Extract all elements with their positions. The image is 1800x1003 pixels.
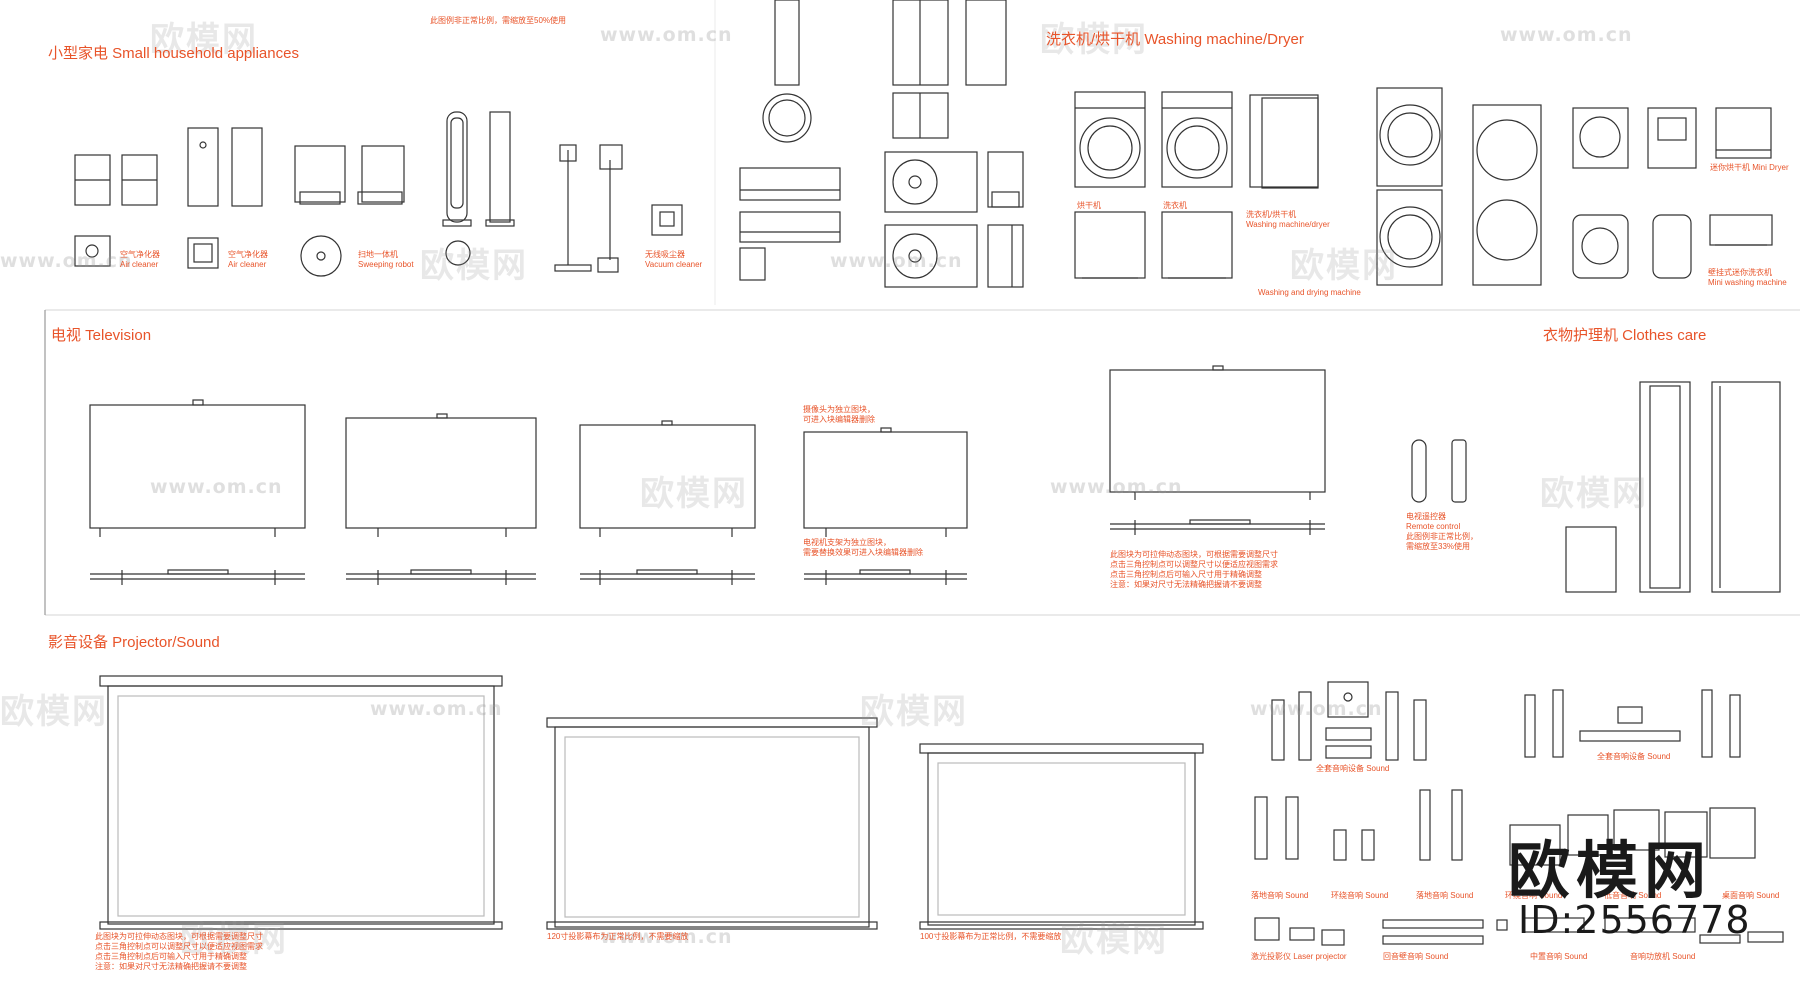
note-tv-stand: 电视机支架为独立图块， 需要替换效果可进入块编辑器删除: [803, 538, 923, 557]
watermark: 欧模网: [1540, 475, 1648, 513]
watermark: 欧模网: [640, 475, 748, 513]
watermark: 欧模网: [420, 247, 528, 285]
label-mini-dryer: 迷你烘干机 Mini Dryer: [1710, 163, 1789, 172]
note-tv-dynamic-block: 此图块为可拉伸动态图块，可根据需要调整尺寸 点击三角控制点可以调整尺寸以便适应视…: [1110, 550, 1278, 589]
robot-drawings: [294, 145, 405, 277]
label-surround-sound: 环绕音响 Sound: [1331, 891, 1389, 900]
label-sweeping-robot: 扫地一体机 Sweeping robot: [358, 250, 414, 269]
air-cleaner-drawings: [74, 127, 263, 269]
label-wash-dry-2: Washing and drying machine: [1258, 288, 1361, 297]
watermark-url: www.om.cn: [1250, 698, 1383, 720]
brand-logo-text: 欧模网: [1508, 834, 1713, 907]
section-title-washer: 洗衣机/烘干机 Washing machine/Dryer: [1046, 31, 1304, 48]
label-washer: 洗衣机: [1163, 201, 1187, 210]
label-desk-sound: 桌面音响 Sound: [1722, 891, 1780, 900]
watermark-url: www.om.cn: [1500, 24, 1633, 46]
watermark-url: www.om.cn: [0, 250, 133, 272]
fan-drawings: [442, 111, 515, 266]
watermark-url: www.om.cn: [600, 926, 733, 948]
note-scale: 此图例非正常比例，需缩放至50%使用: [430, 16, 567, 25]
watermark-url: www.om.cn: [830, 250, 963, 272]
label-wash-dry: 洗衣机/烘干机 Washing machine/dryer: [1246, 210, 1330, 229]
note-projector-dynamic-block: 此图块为可拉伸动态图块，可根据需要调整尺寸 点击三角控制点可以调整尺寸以便适应视…: [95, 932, 263, 971]
section-title-tv: 电视 Television: [51, 327, 152, 344]
label-soundbar: 回音壁音响 Sound: [1383, 952, 1449, 961]
watermark: 欧模网: [180, 921, 288, 959]
label-air-cleaner: 空气净化器 Air cleaner: [228, 250, 268, 269]
tv-drawings: [89, 365, 1467, 585]
label-mini-washer: 壁挂式迷你洗衣机 Mini washing machine: [1708, 268, 1787, 287]
watermark: 欧模网: [860, 693, 968, 731]
watermark-url: www.om.cn: [1050, 476, 1183, 498]
watermark: 欧模网: [150, 21, 258, 59]
label-laser-projector: 激光投影仪 Laser projector: [1251, 952, 1347, 961]
section-title-clothes-care: 衣物护理机 Clothes care: [1543, 327, 1707, 344]
label-sound-set: 全套音响设备 Sound: [1597, 752, 1671, 761]
label-sound-set: 全套音响设备 Sound: [1316, 764, 1390, 773]
sound-system-drawings: [1254, 681, 1784, 946]
vacuum-drawings: [554, 144, 683, 273]
fan-and-ac-drawings: [739, 0, 1024, 288]
watermark-url: www.om.cn: [150, 476, 283, 498]
projector-screen-drawings: [99, 675, 1204, 930]
watermark: 欧模网: [0, 693, 108, 731]
note-projector-100: 100寸投影幕布为正常比例，不需要缩放: [920, 932, 1062, 941]
label-air-cleaner: 空气净化器 Air cleaner: [120, 250, 160, 269]
model-id: ID:2556778: [1518, 898, 1751, 942]
note-projector-120: 120寸投影幕布为正常比例，不需要缩放: [547, 932, 689, 941]
label-floor-sound: 落地音响 Sound: [1251, 891, 1309, 900]
label-bass-sound: 低音音响 Sound: [1604, 891, 1662, 900]
watermark: 欧模网: [1040, 21, 1148, 59]
label-floor-sound: 落地音响 Sound: [1416, 891, 1474, 900]
clothes-care-drawings: [1565, 381, 1781, 593]
watermark-url: www.om.cn: [600, 24, 733, 46]
watermark: 欧模网: [1290, 247, 1398, 285]
section-title-small-appliances: 小型家电 Small household appliances: [48, 45, 299, 62]
label-amplifier: 音响功放机 Sound: [1630, 952, 1696, 961]
watermark: 欧模网: [1060, 921, 1168, 959]
note-tv-camera: 摄像头为独立图块， 可进入块编辑器删除: [803, 405, 875, 424]
section-title-projector: 影音设备 Projector/Sound: [48, 634, 220, 651]
watermark-url: www.om.cn: [370, 698, 503, 720]
washer-drawings: [1074, 87, 1773, 286]
label-surround-sound: 环绕音响 Sound: [1505, 891, 1563, 900]
label-remote-control: 电视遥控器 Remote control 此图例非正常比例， 需缩放至33%使用: [1406, 512, 1478, 551]
label-vacuum: 无线吸尘器 Vacuum cleaner: [645, 250, 703, 269]
label-dryer: 烘干机: [1077, 201, 1101, 210]
label-center-sound: 中置音响 Sound: [1530, 952, 1588, 961]
